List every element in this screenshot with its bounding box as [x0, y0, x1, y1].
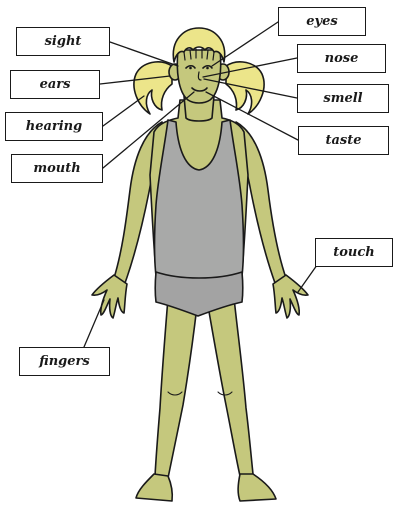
label-taste: taste — [298, 126, 389, 155]
right-leg — [208, 298, 253, 476]
label-hearing: hearing — [5, 112, 103, 141]
leader-fingers — [84, 300, 104, 347]
left-foot — [136, 474, 172, 501]
left-leg — [155, 298, 197, 478]
leader-hearing — [103, 96, 144, 126]
label-smell: smell — [297, 84, 389, 113]
left-hand — [92, 275, 127, 318]
left-pigtail — [134, 62, 172, 114]
label-touch: touch — [315, 238, 393, 267]
right-hand — [273, 275, 308, 318]
label-mouth: mouth — [11, 154, 103, 183]
label-fingers: fingers — [19, 347, 110, 376]
right-pupil — [206, 67, 209, 70]
left-pupil — [189, 67, 192, 70]
label-ears: ears — [10, 70, 100, 99]
label-eyes: eyes — [278, 7, 366, 36]
label-nose: nose — [297, 44, 386, 73]
leader-sight — [110, 42, 178, 66]
right-foot — [238, 474, 276, 501]
label-sight: sight — [16, 27, 110, 56]
